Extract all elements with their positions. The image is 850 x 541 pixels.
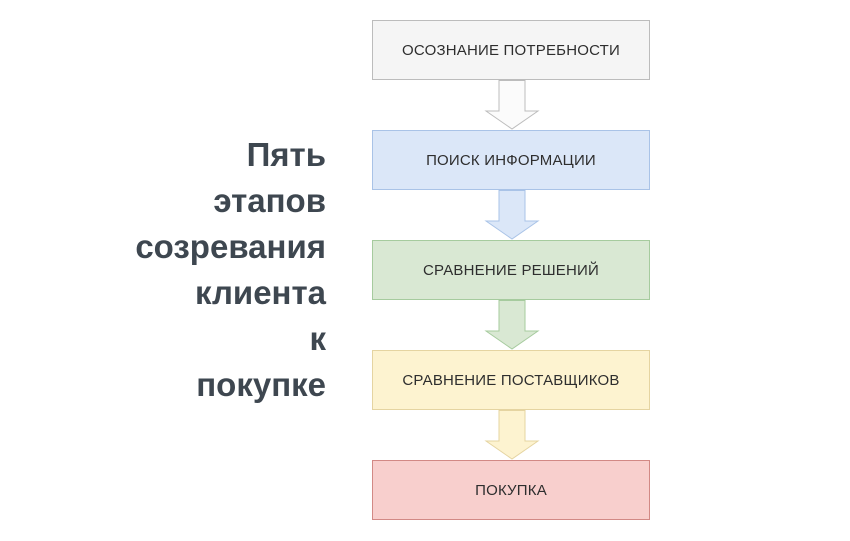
stage-label: ПОИСК ИНФОРМАЦИИ [426, 151, 596, 169]
stage-label: ПОКУПКА [475, 481, 547, 499]
stage-label: ОСОЗНАНИЕ ПОТРЕБНОСТИ [402, 41, 620, 59]
down-arrow-icon [484, 190, 540, 240]
title-line: клиента [195, 274, 326, 311]
title-line: созревания [135, 228, 326, 265]
stage-label: СРАВНЕНИЕ ПОСТАВЩИКОВ [402, 371, 620, 389]
down-arrow-shape [484, 410, 540, 460]
stage-box-solution-comparison: СРАВНЕНИЕ РЕШЕНИЙ [372, 240, 650, 300]
title-line: к [309, 320, 326, 357]
down-arrow-icon [484, 410, 540, 460]
title-line: Пять [246, 136, 326, 173]
stage-box-vendor-comparison: СРАВНЕНИЕ ПОСТАВЩИКОВ [372, 350, 650, 410]
down-arrow-shape [484, 300, 540, 350]
title-line: этапов [213, 182, 326, 219]
down-arrow-icon [484, 300, 540, 350]
stage-box-need-awareness: ОСОЗНАНИЕ ПОТРЕБНОСТИ [372, 20, 650, 80]
down-arrow-shape [484, 190, 540, 240]
down-arrow-shape [484, 80, 540, 130]
diagram-title: Пять этапов созревания клиента к покупке [0, 132, 326, 408]
down-arrow-icon [484, 80, 540, 130]
title-line: покупке [196, 366, 326, 403]
stage-label: СРАВНЕНИЕ РЕШЕНИЙ [422, 261, 600, 279]
stage-box-info-search: ПОИСК ИНФОРМАЦИИ [372, 130, 650, 190]
stage-box-purchase: ПОКУПКА [372, 460, 650, 520]
